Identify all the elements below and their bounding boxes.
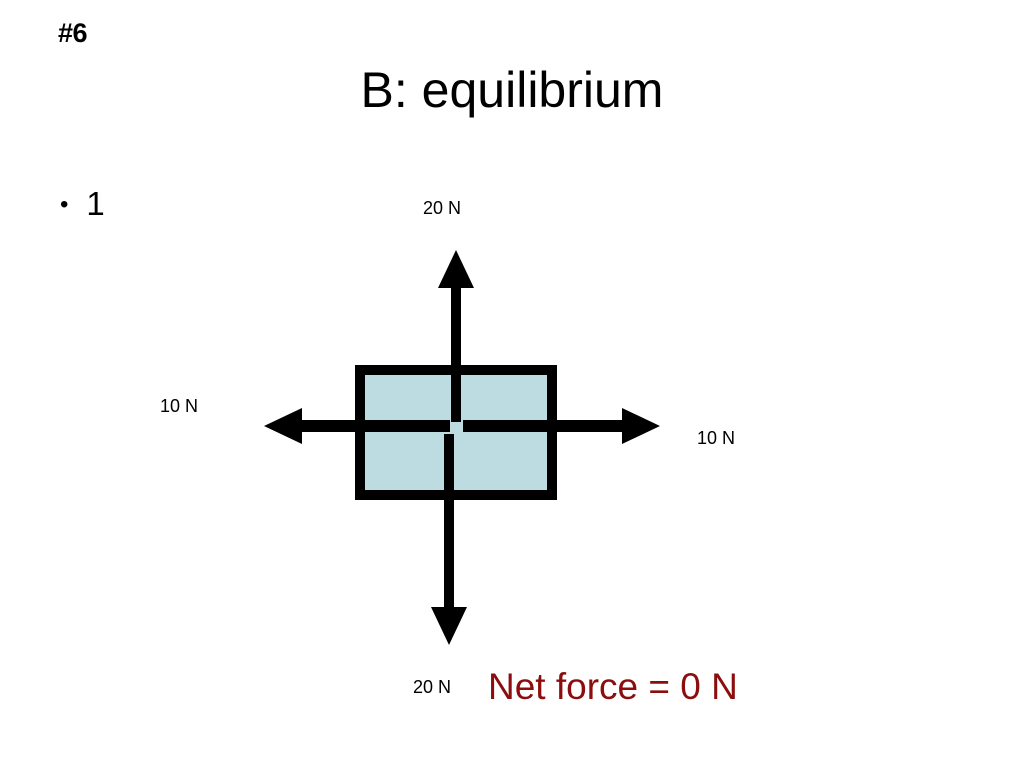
net-force-conclusion: Net force = 0 N <box>488 666 738 707</box>
force-label-left: 10 N <box>160 396 199 416</box>
force-label-down: 20 N <box>413 677 452 697</box>
force-arrow-left <box>264 408 450 444</box>
bullet-marker-icon: • <box>60 191 69 218</box>
force-arrow-up <box>438 250 474 422</box>
force-label-up: 20 N <box>423 198 462 218</box>
page-title: B: equilibrium <box>360 62 664 118</box>
bullet-item-label: 1 <box>86 185 105 222</box>
force-arrow-down <box>431 434 467 645</box>
force-arrow-right <box>463 408 660 444</box>
slide-number: #6 <box>58 18 88 48</box>
bullet-list-item: • 1 <box>60 187 105 220</box>
force-label-right: 10 N <box>697 428 736 448</box>
